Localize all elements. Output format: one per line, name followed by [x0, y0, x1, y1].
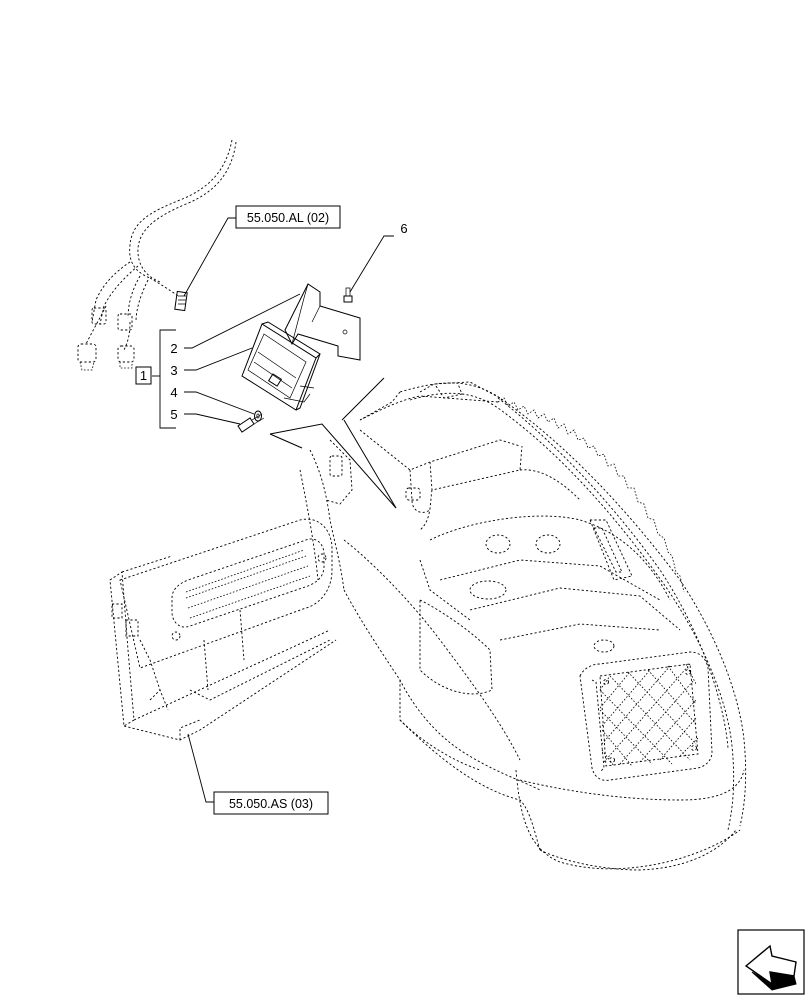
- callout-leaders: [152, 217, 394, 803]
- panel-reference-box[interactable]: [213, 791, 329, 815]
- assembly-guide-lines: [269, 377, 397, 509]
- callout-label-6: 6: [400, 221, 407, 236]
- callout-box-1: [135, 366, 152, 385]
- harness-reference-group[interactable]: 55.050.AL (02): [235, 205, 341, 229]
- cab-fender-assembly: [109, 381, 747, 871]
- harness-reference-box[interactable]: [235, 205, 341, 229]
- panel-reference-group[interactable]: 55.050.AS (03): [213, 791, 329, 815]
- bracket-assembly: [284, 283, 361, 361]
- next-page-arrow-icon[interactable]: [737, 929, 805, 995]
- harness-reference-label[interactable]: 55.050.AL (02): [247, 211, 329, 225]
- callout-label-5: 5: [170, 407, 177, 422]
- panel-reference-label[interactable]: 55.050.AS (03): [229, 797, 313, 811]
- grille-mesh: [599, 663, 699, 767]
- fasteners: [237, 410, 265, 433]
- wiring-harness: [77, 139, 237, 371]
- callout-label-3: 3: [170, 363, 177, 378]
- callout-label-2: 2: [170, 341, 177, 356]
- callout-label-1-group: 1: [135, 366, 152, 385]
- callout-label-4: 4: [170, 385, 177, 400]
- controller-module: [241, 321, 321, 411]
- callout-label-1: 1: [140, 368, 147, 383]
